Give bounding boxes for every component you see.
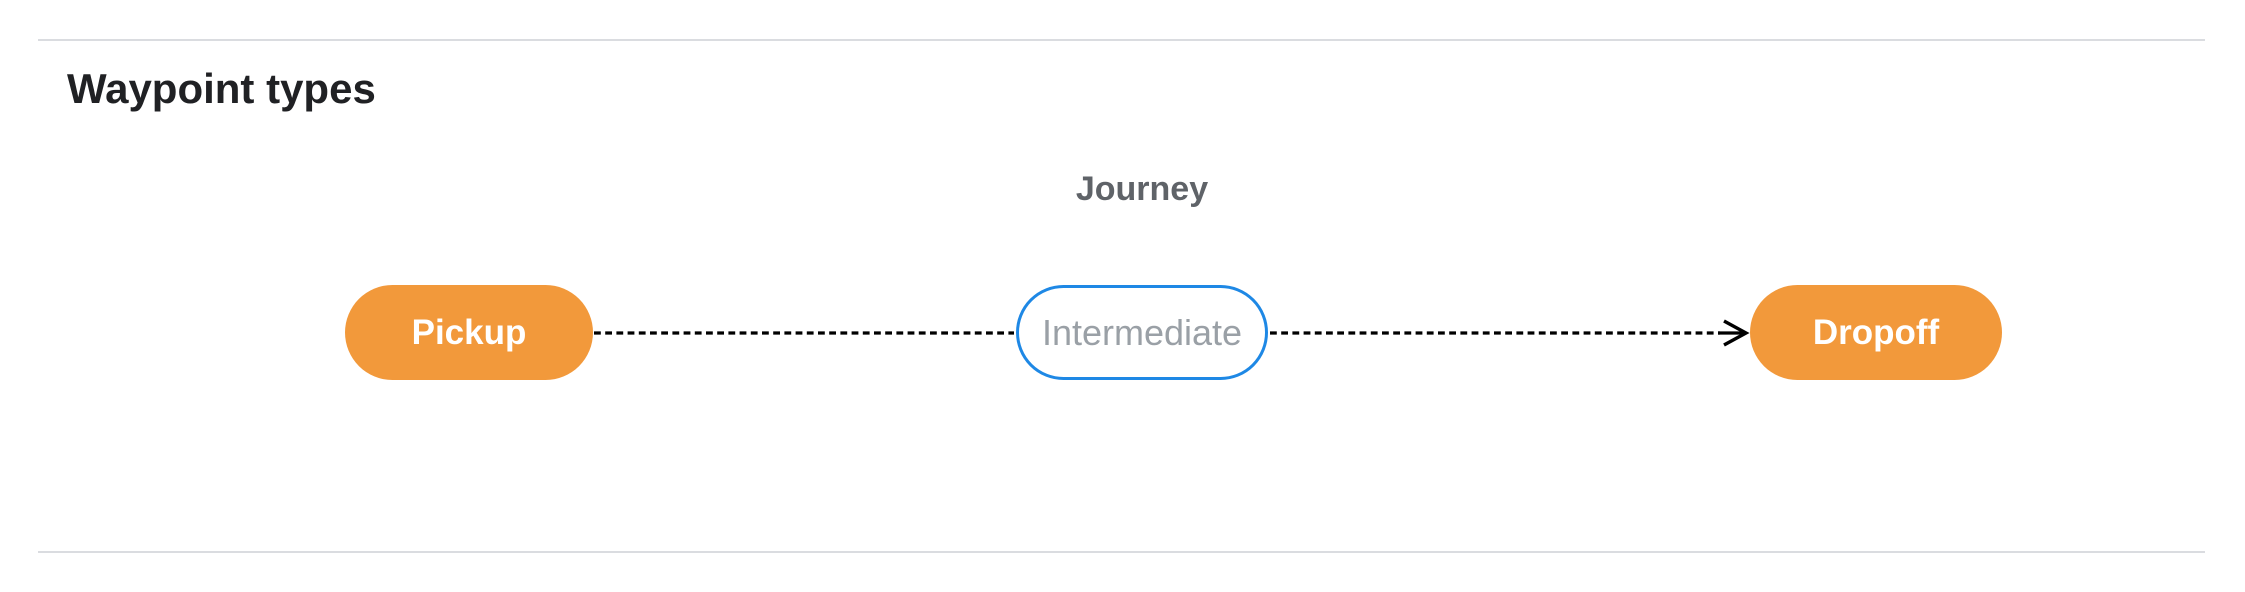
node-dropoff-label: Dropoff: [1812, 312, 1940, 352]
journey-group-label: Journey: [1075, 170, 1209, 208]
node-intermediate-label: Intermediate: [1041, 311, 1243, 353]
arrowhead-icon: [1723, 319, 1750, 347]
bottom-divider: [38, 551, 2205, 553]
node-pickup: Pickup: [345, 285, 593, 380]
node-dropoff: Dropoff: [1750, 285, 2002, 380]
section-title: Waypoint types: [67, 65, 376, 112]
top-divider: [38, 39, 2205, 41]
node-pickup-label: Pickup: [411, 312, 527, 352]
node-intermediate: Intermediate: [1016, 285, 1268, 380]
